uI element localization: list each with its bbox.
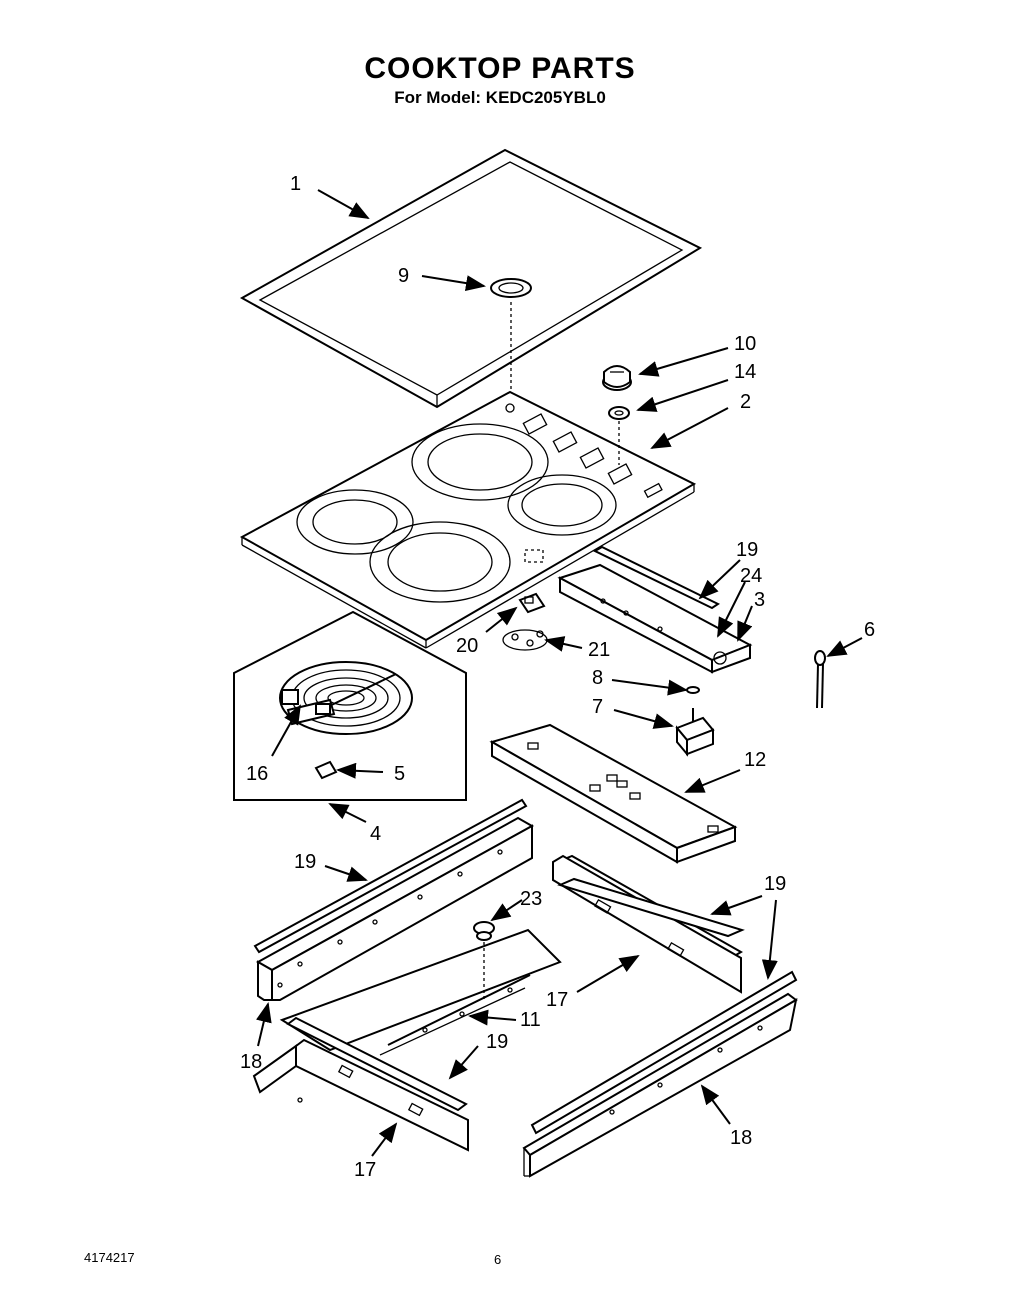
callout-3: 3 bbox=[754, 589, 765, 611]
center-cap bbox=[490, 278, 532, 395]
switch-bracket bbox=[557, 563, 753, 674]
callout-9: 9 bbox=[398, 265, 409, 287]
callout-11: 11 bbox=[520, 1009, 541, 1031]
callout-23: 23 bbox=[520, 888, 542, 910]
callout-18: 18 bbox=[730, 1127, 752, 1149]
element-assembly-box bbox=[233, 610, 467, 801]
callout-5: 5 bbox=[394, 763, 405, 785]
callout-7: 7 bbox=[592, 696, 603, 718]
callout-21: 21 bbox=[588, 639, 610, 661]
grommet bbox=[473, 921, 495, 1000]
document-number: 4174217 bbox=[84, 1250, 135, 1265]
bottom-tray bbox=[279, 928, 562, 1056]
callout-6: 6 bbox=[864, 619, 875, 641]
front-rail-lower bbox=[252, 1016, 469, 1152]
mounting-clip bbox=[518, 592, 546, 614]
callout-12: 12 bbox=[744, 749, 766, 771]
model-subtitle: For Model: KEDC205YBL0 bbox=[394, 88, 606, 107]
front-rail-right bbox=[522, 970, 798, 1178]
callout-8: 8 bbox=[592, 667, 603, 689]
page-title: COOKTOP PARTS bbox=[364, 52, 636, 85]
rail-strip-upper bbox=[592, 545, 720, 610]
callout-19: 19 bbox=[736, 539, 758, 561]
left-side-rail bbox=[253, 798, 535, 1001]
cooktop-top bbox=[239, 390, 697, 649]
wire-connector bbox=[814, 650, 826, 709]
page-number: 6 bbox=[494, 1252, 502, 1267]
callout-17: 17 bbox=[546, 989, 568, 1011]
control-knob bbox=[602, 365, 632, 391]
callout-2: 2 bbox=[740, 391, 751, 413]
terminal-block bbox=[502, 629, 548, 651]
callout-1: 1 bbox=[290, 173, 301, 195]
infinite-switch bbox=[675, 708, 715, 757]
bottom-channel bbox=[489, 723, 738, 864]
switch-nut bbox=[686, 686, 700, 694]
trim-frame bbox=[239, 148, 703, 409]
callout-16: 16 bbox=[246, 763, 268, 785]
callout-4: 4 bbox=[370, 823, 381, 845]
callout-20: 20 bbox=[456, 635, 478, 657]
callout-10: 10 bbox=[734, 333, 756, 355]
callout-14: 14 bbox=[734, 361, 756, 383]
callout-19: 19 bbox=[294, 851, 316, 873]
callout-24: 24 bbox=[740, 565, 762, 587]
callout-19: 19 bbox=[486, 1031, 508, 1053]
leader-lines bbox=[256, 189, 863, 1157]
callout-19: 19 bbox=[764, 873, 786, 895]
callout-18: 18 bbox=[240, 1051, 262, 1073]
right-side-rail bbox=[552, 854, 745, 994]
knob-bezel bbox=[608, 406, 630, 465]
callout-17: 17 bbox=[354, 1159, 376, 1181]
